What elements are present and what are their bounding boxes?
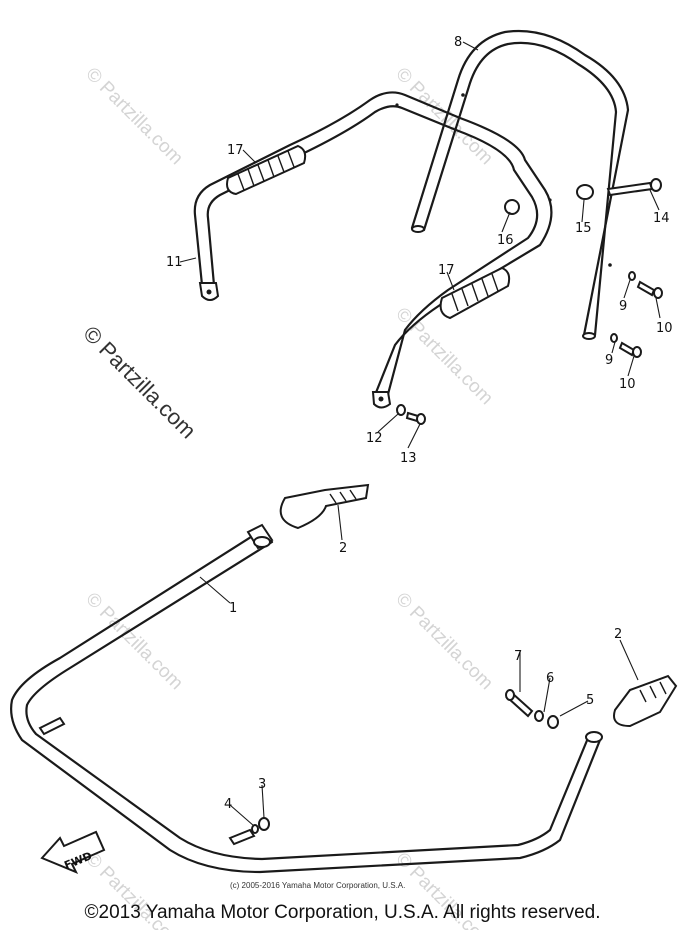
label-part-6: 6 bbox=[546, 671, 554, 686]
watermark: © Partzilla.com bbox=[391, 304, 496, 409]
part-2-cover-upper bbox=[279, 483, 370, 530]
label-part-12: 12 bbox=[366, 431, 383, 446]
label-part-8: 8 bbox=[454, 35, 462, 50]
label-part-17-upper: 17 bbox=[227, 143, 244, 158]
label-part-13: 13 bbox=[400, 451, 417, 466]
label-part-9-upper: 9 bbox=[619, 299, 627, 314]
hardware-lower bbox=[251, 689, 559, 834]
part-1-bumper-frame bbox=[10, 523, 603, 874]
watermark-dark: © Partzilla.com bbox=[78, 321, 201, 444]
leader-lines bbox=[179, 41, 661, 827]
part-17-grip-lower bbox=[439, 266, 511, 320]
label-part-10-lower: 10 bbox=[619, 377, 636, 392]
label-part-10-upper: 10 bbox=[656, 321, 673, 336]
footer-copyright: ©2013 Yamaha Motor Corporation, U.S.A. A… bbox=[84, 902, 601, 923]
label-part-1: 1 bbox=[229, 601, 237, 616]
label-part-15: 15 bbox=[575, 221, 592, 236]
part-labels: 8 17 11 17 16 15 14 9 10 9 10 12 13 2 1 … bbox=[166, 35, 673, 812]
part-17-grip-upper bbox=[226, 144, 307, 196]
label-part-4: 4 bbox=[224, 797, 232, 812]
part-2-cover-lower bbox=[613, 674, 678, 728]
label-part-11: 11 bbox=[166, 255, 183, 270]
watermark: © Partzilla.com bbox=[81, 64, 186, 169]
label-part-5: 5 bbox=[586, 693, 594, 708]
label-part-2-lower: 2 bbox=[614, 627, 622, 642]
label-part-16: 16 bbox=[497, 233, 514, 248]
part-11-grab-bar bbox=[193, 91, 553, 409]
label-part-17-lower: 17 bbox=[438, 263, 455, 278]
label-part-3: 3 bbox=[258, 777, 266, 792]
part-8-handle-loop bbox=[410, 29, 630, 340]
small-copyright: (c) 2005-2016 Yamaha Motor Corporation, … bbox=[230, 881, 405, 890]
label-part-14: 14 bbox=[653, 211, 670, 226]
watermark: © Partzilla.com bbox=[391, 64, 496, 169]
label-part-9-lower: 9 bbox=[605, 353, 613, 368]
label-part-2-upper: 2 bbox=[339, 541, 347, 556]
hardware-upper bbox=[396, 178, 663, 425]
watermark: © Partzilla.com bbox=[391, 589, 496, 694]
label-part-7: 7 bbox=[514, 649, 522, 664]
